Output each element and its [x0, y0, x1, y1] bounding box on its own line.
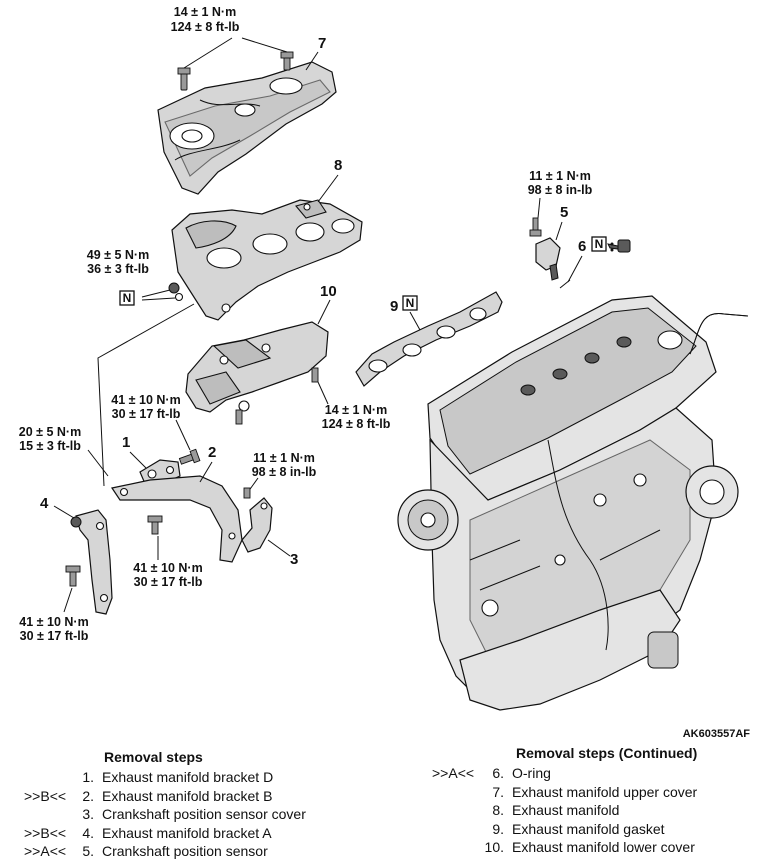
step-label: O-ring	[512, 765, 551, 782]
step-service-mark	[432, 820, 482, 838]
step-label: Crankshaft position sensor cover	[102, 806, 306, 823]
bolt-icon	[178, 448, 201, 465]
callout-8: 8	[334, 157, 342, 174]
step-label: Exhaust manifold gasket	[512, 820, 665, 837]
bolt-icon	[177, 51, 294, 91]
removal-step-row: 7. Exhaust manifold upper cover	[432, 783, 758, 801]
callout-4: 4	[40, 495, 49, 512]
step-number: 9.	[492, 820, 504, 837]
bolt-icon	[235, 367, 319, 425]
torque-bracket-a-ftlb: 30 ± 17 ft-lb	[20, 629, 89, 643]
removal-step-row: 3. Crankshaft position sensor cover	[24, 805, 404, 823]
step-number: 4.	[82, 824, 94, 841]
removal-steps-heading: Removal steps	[104, 749, 203, 765]
bracket-b-part2	[111, 475, 243, 563]
removal-step-row: 10. Exhaust manifold lower cover	[432, 838, 758, 856]
removal-step-row: 9. Exhaust manifold gasket	[432, 820, 758, 838]
torque-sensor-inlb: 98 ± 8 in-lb	[528, 183, 593, 197]
step-label: Crankshaft position sensor	[102, 843, 268, 860]
step-service-mark	[24, 768, 76, 786]
torque-bracket-b-ftlb: 30 ± 17 ft-lb	[134, 575, 203, 589]
bracket-a-part4	[70, 509, 113, 615]
torque-sensor-cover-nm: 11 ± 1 N·m	[253, 451, 315, 465]
bolt-icon	[65, 565, 81, 587]
sensor-cover-part3	[241, 487, 273, 553]
step-service-mark	[432, 783, 482, 801]
callout-1: 1	[122, 434, 130, 451]
callout-5: 5	[560, 204, 568, 221]
step-number: 6.	[492, 765, 504, 782]
removal-step-row: >>A<< 6. O-ring	[432, 764, 758, 782]
torque-lower-cover-ftlb: 124 ± 8 ft-lb	[322, 417, 391, 431]
gasket-part9	[355, 291, 503, 387]
step-service-mark: >>A<<	[24, 843, 67, 860]
torque-sensor-nm: 11 ± 1 N·m	[529, 169, 591, 183]
torque-bracket-d-nm: 41 ± 10 N·m	[111, 393, 180, 407]
callout-2: 2	[208, 444, 216, 461]
torque-lower-cover-nm: 14 ± 1 N·m	[325, 403, 387, 417]
torque-bracket-d-ftlb: 30 ± 17 ft-lb	[112, 407, 181, 421]
step-service-mark	[432, 801, 482, 819]
torque-upper-cover-nm: 14 ± 1 N·m	[174, 5, 236, 19]
torque-sensor-cover-inlb: 98 ± 8 in-lb	[252, 465, 317, 479]
step-number: 8.	[492, 802, 504, 819]
nut-icon	[168, 282, 184, 302]
step-number: 5.	[82, 843, 94, 860]
step-label: Exhaust manifold bracket B	[102, 787, 273, 804]
lower-cover-part10	[185, 321, 329, 425]
step-service-mark: >>B<<	[24, 787, 67, 804]
step-label: Exhaust manifold	[512, 802, 620, 819]
removal-step-row: 8. Exhaust manifold	[432, 801, 758, 819]
exhaust-manifold-part8	[171, 199, 363, 321]
torque-upper-cover-ftlb: 124 ± 8 ft-lb	[171, 20, 240, 34]
engine-block-illustration	[397, 295, 749, 711]
svg-text:N: N	[123, 291, 132, 305]
torque-manifold-ftlb: 36 ± 3 ft-lb	[87, 262, 149, 276]
torque-bracket-a-nm: 41 ± 10 N·m	[19, 615, 88, 629]
figure-code: AK603557AF	[683, 728, 751, 740]
removal-step-row: >>B<< 4. Exhaust manifold bracket A	[24, 824, 404, 842]
step-number: 7.	[492, 783, 504, 800]
removal-step-row: >>B<< 2. Exhaust manifold bracket B	[24, 787, 404, 805]
removal-step-row: >>A<< 5. Crankshaft position sensor	[24, 842, 404, 860]
torque-bracket-a-top-ftlb: 15 ± 3 ft-lb	[19, 439, 81, 453]
step-label: Exhaust manifold bracket A	[102, 824, 272, 841]
removal-step-row: 1. Exhaust manifold bracket D	[24, 768, 404, 786]
callout-7: 7	[318, 35, 326, 52]
step-service-mark: >>A<<	[432, 765, 475, 782]
torque-manifold-nm: 49 ± 5 N·m	[87, 248, 149, 262]
step-number: 2.	[82, 787, 94, 804]
step-label: Exhaust manifold upper cover	[512, 783, 698, 800]
svg-text:N: N	[595, 237, 604, 251]
new-part-badge-manifold: N	[119, 290, 135, 306]
bolt-icon	[147, 515, 163, 535]
step-service-mark	[432, 838, 482, 856]
step-number: 3.	[82, 806, 94, 823]
step-label: Exhaust manifold lower cover	[512, 839, 695, 856]
new-part-badge-oring: N	[591, 236, 607, 252]
step-label: Exhaust manifold bracket D	[102, 769, 274, 786]
callout-9: 9	[390, 298, 398, 315]
callout-3: 3	[290, 551, 298, 568]
bolt-icon	[243, 487, 251, 499]
new-part-badge-gasket: N	[402, 295, 418, 311]
removal-steps-continued-heading: Removal steps (Continued)	[516, 745, 698, 761]
oil-can-icon	[607, 239, 631, 253]
torque-bracket-a-top-nm: 20 ± 5 N·m	[19, 425, 81, 439]
callout-6: 6	[578, 238, 586, 255]
step-service-mark: >>B<<	[24, 824, 67, 841]
torque-bracket-b-nm: 41 ± 10 N·m	[133, 561, 202, 575]
step-service-mark	[24, 805, 76, 823]
spark-plug-wells	[520, 330, 683, 396]
removal-steps-left: Removal steps 1. Exhaust manifold bracket…	[24, 748, 404, 860]
step-number: 10.	[484, 839, 504, 856]
crankshaft-sensor-part5	[529, 217, 561, 281]
callout-10: 10	[320, 283, 337, 300]
upper-cover-part7	[157, 37, 337, 195]
step-number: 1.	[82, 769, 94, 786]
svg-text:N: N	[406, 296, 415, 310]
